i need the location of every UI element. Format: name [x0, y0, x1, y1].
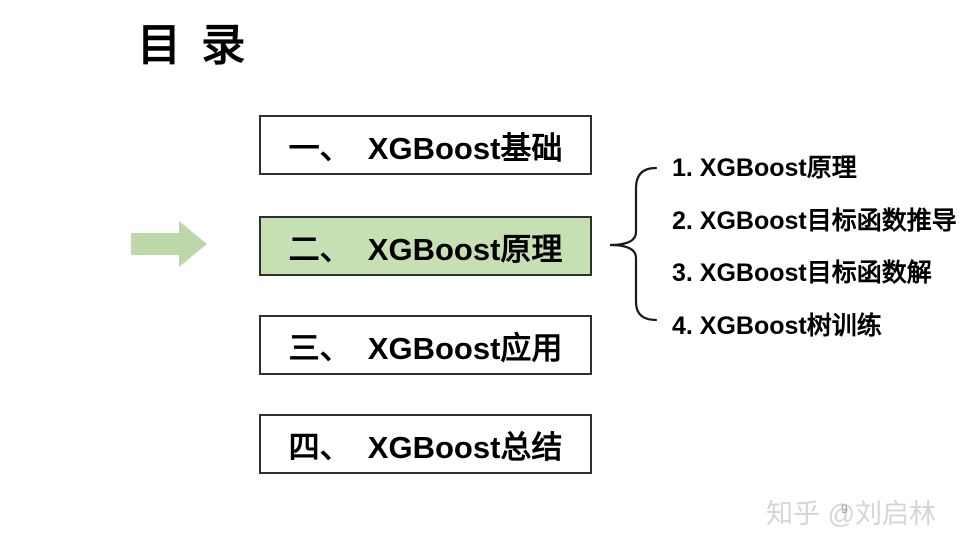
toc-item-xgboost-summary: 四、 XGBoost总结	[259, 414, 592, 474]
subtopic-objective-derivation: 2. XGBoost目标函数推导	[672, 206, 957, 235]
subtopic-xgboost-principle: 1. XGBoost原理	[672, 154, 857, 183]
subtopic-tree-training: 4. XGBoost树训练	[672, 311, 882, 340]
page-number: 9	[841, 502, 848, 516]
curly-brace-path	[609, 166, 658, 322]
watermark: 知乎 @刘启林	[766, 499, 936, 529]
subtopic-list: 1. XGBoost原理 2. XGBoost目标函数推导 3. XGBoost…	[672, 140, 957, 350]
right-arrow-shape	[131, 221, 207, 267]
page-title: 目 录	[137, 21, 250, 70]
subtopic-objective-solution: 3. XGBoost目标函数解	[672, 259, 932, 288]
right-curly-brace-icon	[609, 166, 658, 322]
toc-item-xgboost-principle: 二、 XGBoost原理	[259, 216, 592, 276]
toc-item-xgboost-basics: 一、 XGBoost基础	[259, 115, 592, 175]
right-arrow-icon	[131, 221, 207, 267]
toc-item-xgboost-application: 三、 XGBoost应用	[259, 315, 592, 375]
